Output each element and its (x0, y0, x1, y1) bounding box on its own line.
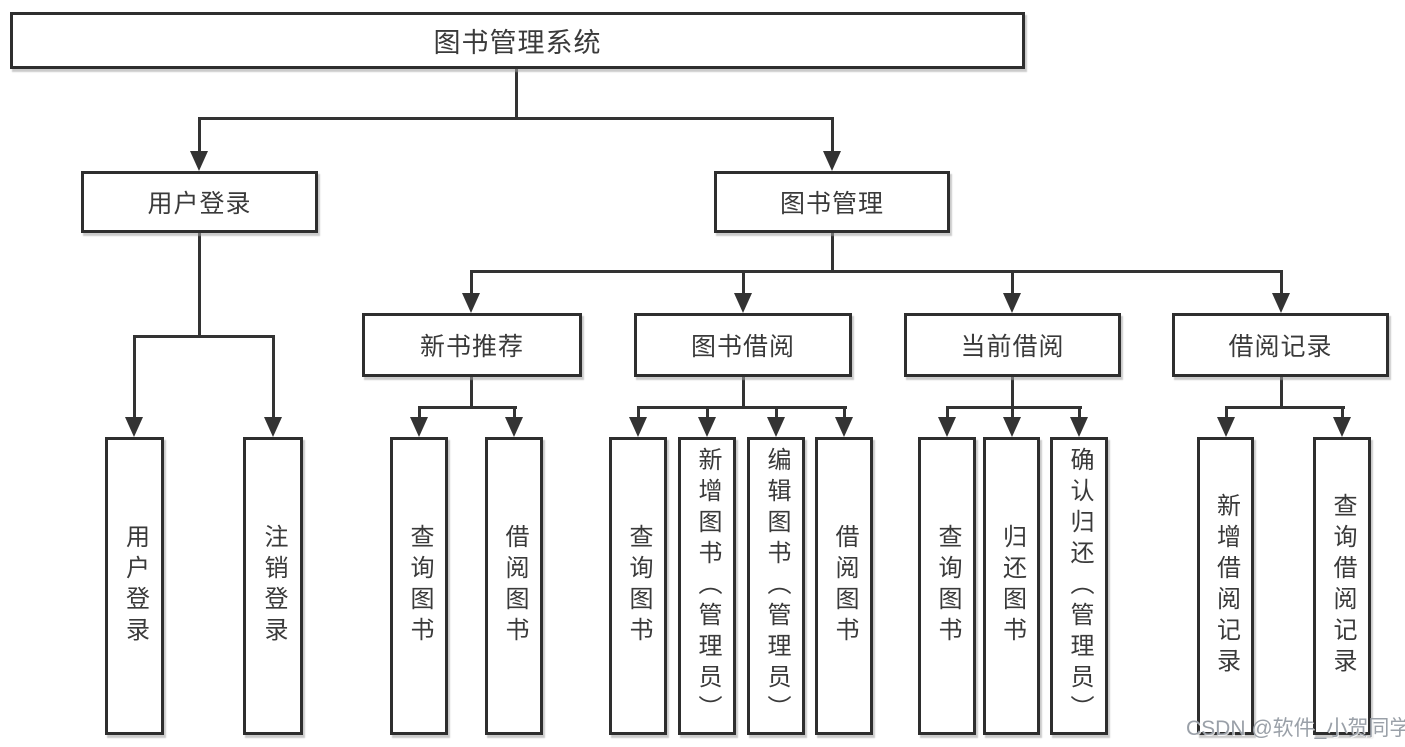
node-borrow-records: 借阅记录 (1172, 313, 1389, 377)
connector-stem (470, 270, 473, 295)
connector-user-login-feeder (198, 233, 201, 337)
node-label: 图书借阅 (690, 333, 795, 361)
leaf-label: 归还图书 (998, 524, 1026, 648)
connector-stem (418, 406, 421, 419)
connector-stem (1011, 270, 1014, 295)
arrow-down-icon (1217, 417, 1235, 437)
arrow-down-icon (1272, 293, 1290, 313)
arrow-down-icon (1333, 417, 1351, 437)
arrow-down-icon (835, 417, 853, 437)
connector-feeder (470, 377, 473, 409)
node-book-management: 图书管理 (714, 171, 950, 233)
arrow-down-icon (767, 417, 785, 437)
node-label: 当前借阅 (960, 333, 1065, 361)
leaf-label: 借阅图书 (501, 524, 528, 648)
leaf-borrow-books: 借阅图书 (815, 437, 873, 735)
connector-stem (272, 335, 275, 419)
node-root-label: 图书管理系统 (433, 28, 602, 58)
connector-stem (198, 117, 201, 153)
leaf-confirm-return-admin: 确认归还（管理员） (1050, 437, 1108, 735)
node-new-book-recommend: 新书推荐 (362, 313, 582, 377)
connector-bus (946, 406, 1082, 409)
arrow-down-icon (823, 151, 841, 171)
connector-stem (706, 406, 709, 419)
arrow-down-icon (410, 417, 428, 437)
node-user-login: 用户登录 (81, 171, 318, 233)
arrow-down-icon (629, 417, 647, 437)
connector-stem (637, 406, 640, 419)
connector-stem (1280, 270, 1283, 295)
arrow-down-icon (734, 293, 752, 313)
node-label: 新书推荐 (419, 333, 524, 361)
arrow-down-icon (505, 417, 523, 437)
connector-stem (1225, 406, 1228, 419)
leaf-label: 查询借阅记录 (1329, 493, 1356, 679)
connector-feeder (1011, 377, 1014, 409)
connector-stem (1011, 406, 1014, 419)
leaf-label: 编辑图书（管理员） (763, 446, 790, 726)
leaf-logout: 注销登录 (243, 437, 303, 735)
connector-stem (843, 406, 846, 419)
leaf-add-borrow-record: 新增借阅记录 (1197, 437, 1254, 735)
leaf-edit-books-admin: 编辑图书（管理员） (747, 437, 805, 735)
arrow-down-icon (462, 293, 480, 313)
connector-root-feeder (515, 68, 518, 120)
leaf-label: 查询图书 (625, 524, 652, 648)
connector-stem (513, 406, 516, 419)
arrow-down-icon (1070, 417, 1088, 437)
arrow-down-icon (1003, 293, 1021, 313)
leaf-label: 新增图书（管理员） (694, 446, 721, 726)
node-label: 图书管理 (779, 190, 884, 218)
connector-stem (1341, 406, 1344, 419)
connector-level2-bus (198, 117, 834, 120)
leaf-query-borrow-record: 查询借阅记录 (1313, 437, 1371, 735)
connector-stem (742, 270, 745, 295)
leaf-label: 新增借阅记录 (1212, 493, 1240, 679)
leaf-add-books-admin: 新增图书（管理员） (678, 437, 736, 735)
leaf-label: 查询图书 (934, 524, 961, 648)
connector-bus (637, 406, 847, 409)
csdn-watermark: CSDN @软件_小贺同学 (1186, 717, 1405, 740)
leaf-borrow-books-recommend: 借阅图书 (485, 437, 543, 735)
arrow-down-icon (264, 417, 282, 437)
leaf-query-books-borrow: 查询图书 (609, 437, 667, 735)
arrow-down-icon (125, 417, 143, 437)
connector-feeder (742, 377, 745, 409)
node-current-borrow: 当前借阅 (904, 313, 1121, 377)
leaf-query-books-current: 查询图书 (918, 437, 976, 735)
node-label: 用户登录 (147, 190, 252, 218)
connector-stem (946, 406, 949, 419)
leaf-label: 确认归还（管理员） (1066, 446, 1093, 726)
arrow-down-icon (1003, 417, 1021, 437)
connector-stem (133, 335, 136, 419)
connector-bus (418, 406, 517, 409)
leaf-label: 借阅图书 (831, 524, 858, 648)
leaf-label: 用户登录 (121, 524, 149, 648)
leaf-query-books-recommend: 查询图书 (390, 437, 448, 735)
connector-bus (1225, 406, 1345, 409)
connector-user-login-bus (133, 335, 275, 338)
connector-feeder (1280, 377, 1283, 409)
leaf-return-books: 归还图书 (983, 437, 1040, 735)
node-label: 借阅记录 (1228, 333, 1333, 361)
connector-level3-bus (470, 270, 1283, 273)
connector-stem (1078, 406, 1081, 419)
node-book-borrow: 图书借阅 (634, 313, 852, 377)
node-root-system: 图书管理系统 (10, 12, 1025, 69)
leaf-user-login: 用户登录 (105, 437, 164, 735)
connector-stem (831, 117, 834, 153)
leaf-label: 注销登录 (260, 524, 287, 648)
arrow-down-icon (698, 417, 716, 437)
connector-stem (775, 406, 778, 419)
connector-book-mgmt-feeder (831, 233, 834, 273)
arrow-down-icon (938, 417, 956, 437)
leaf-label: 查询图书 (406, 524, 433, 648)
arrow-down-icon (190, 151, 208, 171)
